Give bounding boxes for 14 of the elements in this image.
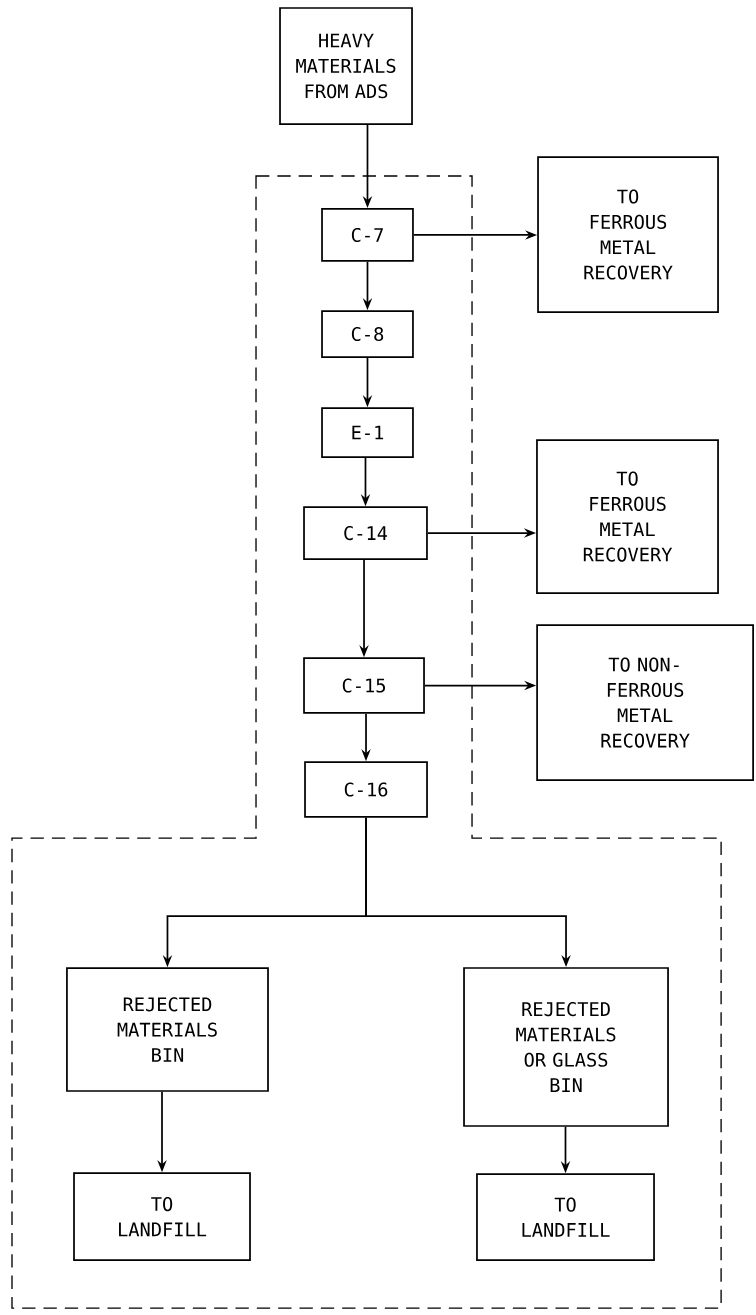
process-box: TO LANDFILL (476, 1173, 655, 1261)
process-box: TO FERROUS METAL RECOVERY (536, 439, 719, 594)
process-box: TO FERROUS METAL RECOVERY (537, 156, 719, 313)
process-box: C-7 (321, 208, 414, 262)
process-box: REJECTED MATERIALS OR GLASS BIN (463, 967, 669, 1127)
process-box: TO NON-FERROUS METAL RECOVERY (536, 624, 754, 781)
process-box: C-8 (321, 310, 414, 358)
process-box: C-14 (303, 506, 428, 560)
process-box: TO LANDFILL (73, 1172, 251, 1261)
process-box: REJECTED MATERIALS BIN (66, 967, 269, 1092)
process-box: C-16 (304, 761, 428, 818)
process-box: C-15 (303, 657, 425, 714)
process-box: HEAVY MATERIALS FROM ADS (279, 7, 413, 125)
process-box: E-1 (321, 407, 414, 458)
